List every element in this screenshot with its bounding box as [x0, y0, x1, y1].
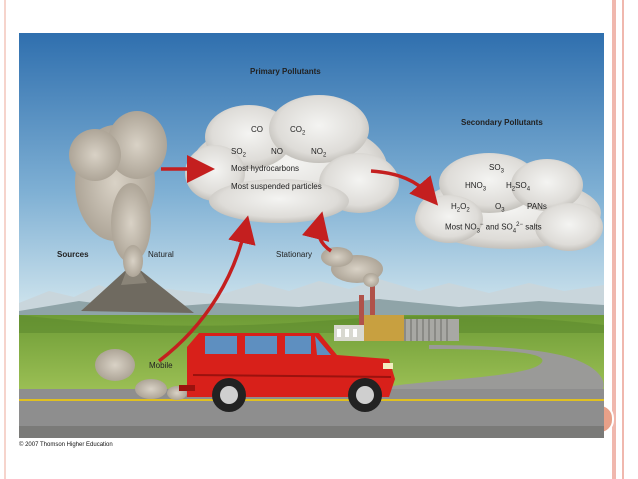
pollutant-nitrate-sulfate-salts: Most NO3− and SO42− salts [445, 222, 542, 234]
slide-border-left [4, 0, 6, 479]
secondary-pollutants-title: Secondary Pollutants [461, 118, 543, 127]
mobile-source-label: Mobile [149, 361, 173, 370]
pollutant-co: CO [251, 125, 263, 134]
slide-border-right [612, 0, 616, 479]
pollutant-so2: SO2 [231, 147, 246, 159]
pollutant-co2: CO2 [290, 125, 305, 137]
pollutant-h2o2: H2O2 [451, 202, 470, 214]
illustration-art [19, 33, 604, 438]
pollutant-o3: O3 [495, 202, 505, 214]
pollutant-no: NO [271, 147, 283, 156]
pollutant-pans: PANs [527, 202, 547, 211]
stationary-source-label: Stationary [276, 250, 312, 259]
slide-border-right-thin [622, 0, 624, 479]
pollutant-hno3: HNO3 [465, 181, 486, 193]
sources-label: Sources [57, 250, 89, 259]
primary-pollutants-title: Primary Pollutants [250, 67, 321, 76]
copyright-notice: © 2007 Thomson Higher Education [19, 442, 113, 448]
pollutant-particles: Most suspended particles [231, 182, 322, 191]
pollutant-h2so4: H2SO4 [506, 181, 530, 193]
natural-source-label: Natural [148, 250, 174, 259]
pollutants-illustration: Primary Pollutants Secondary Pollutants … [19, 33, 604, 438]
pollutant-hydrocarbons: Most hydrocarbons [231, 164, 299, 173]
pollutant-no2: NO2 [311, 147, 326, 159]
pollutant-so3: SO3 [489, 163, 504, 175]
